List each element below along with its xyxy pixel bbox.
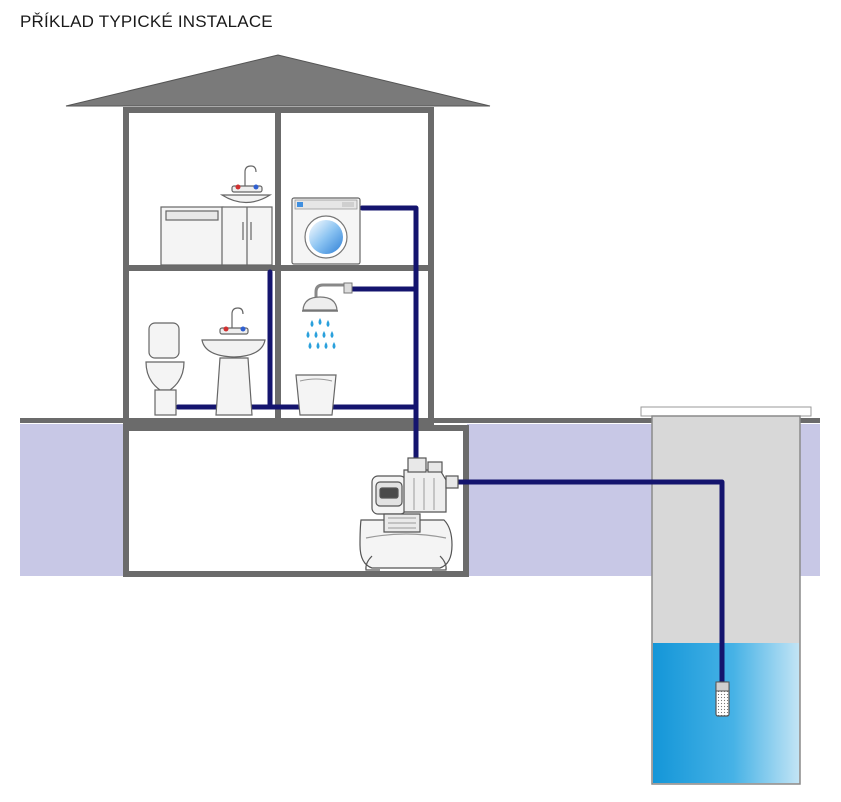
cabinet-icon <box>160 206 273 266</box>
well-cover <box>640 406 812 417</box>
bucket-icon <box>295 374 337 416</box>
submersible-pump-icon <box>715 681 730 717</box>
booster-pump-icon <box>359 457 459 571</box>
ground-right <box>800 424 820 576</box>
ground-left <box>20 424 124 576</box>
roof <box>65 54 491 107</box>
shower-icon <box>302 282 353 312</box>
washing-machine-icon <box>291 197 361 265</box>
ground-middle <box>467 424 653 576</box>
sink-icon <box>219 165 273 204</box>
page-title: PŘÍKLAD TYPICKÉ INSTALACE <box>20 12 273 31</box>
basin-icon <box>201 307 266 416</box>
house <box>123 107 434 425</box>
water-drops <box>306 318 336 349</box>
toilet-icon <box>145 322 185 416</box>
